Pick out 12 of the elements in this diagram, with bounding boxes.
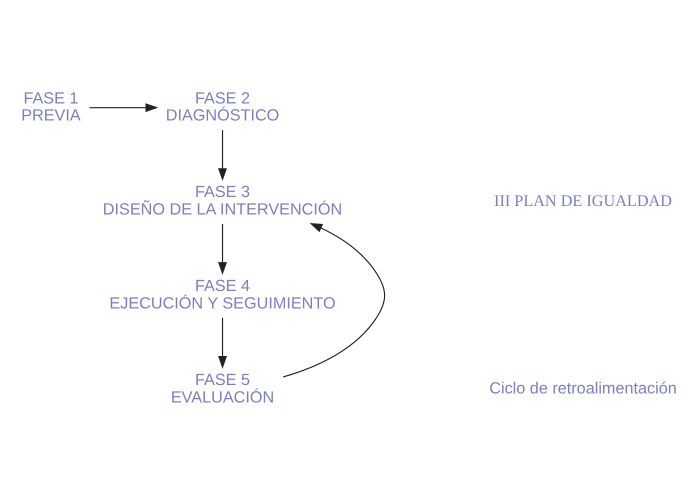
arrow (218, 223, 227, 274)
node-text: FASE 5 EVALUACIÓN (170, 370, 274, 406)
node-text: FASE 1 PREVIA (21, 88, 81, 124)
arrow (218, 317, 227, 368)
arrow (283, 222, 386, 378)
arrow (218, 130, 227, 181)
node-text: FASE 4 EJECUCIÓN Y SEGUIMIENTO (109, 276, 336, 312)
label: III PLAN DE IGUALDAD (494, 191, 672, 210)
node-text: FASE 3 DISEÑO DE LA INTERVENCIÓN (102, 182, 342, 218)
node-text: FASE 2 DIAGNÓSTICO (166, 88, 280, 124)
arrow (90, 102, 158, 112)
label: Ciclo de retroalimentación (489, 379, 677, 398)
